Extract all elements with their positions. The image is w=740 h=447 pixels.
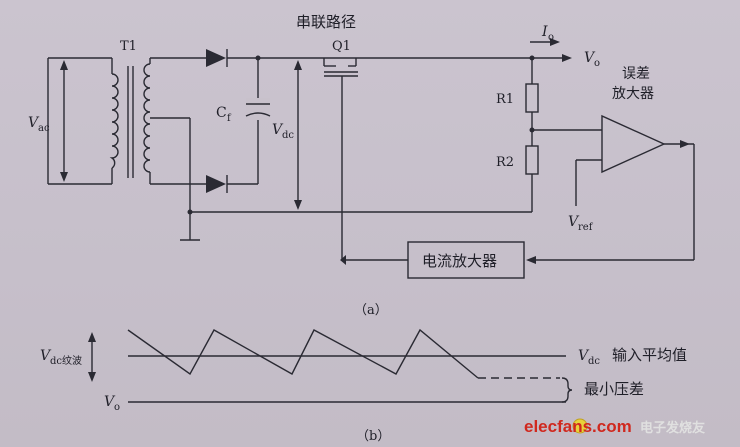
vo-wave-label: V xyxy=(104,394,116,410)
current-amp-label: 电流放大器 xyxy=(422,252,497,270)
error-amp-label-2: 放大器 xyxy=(612,86,654,102)
diode-bottom xyxy=(206,175,228,193)
vac-sub: ac xyxy=(38,123,50,134)
error-amp-label-1: 误差 xyxy=(622,66,650,82)
series-path-label: 串联路径 xyxy=(296,13,356,31)
vref-sub: ref xyxy=(578,222,594,233)
vo-wave-sub: o xyxy=(114,402,120,413)
cf-label: C xyxy=(216,105,227,121)
resistor-r2 xyxy=(525,145,539,175)
vac-arrow-top xyxy=(60,60,68,70)
avg-label: 输入平均值 xyxy=(612,346,687,364)
transformer-t1 xyxy=(47,57,151,185)
vac-arrow-bottom xyxy=(60,172,68,182)
diode-top xyxy=(206,49,228,67)
watermark-cn: 电子发烧友 xyxy=(640,420,705,435)
watermark: elecfans.com 电子发烧友 xyxy=(524,417,705,436)
capacitor-cf xyxy=(245,98,271,120)
caption-b: （b） xyxy=(356,429,390,444)
vdc-ripple-label: V xyxy=(40,348,52,364)
vref-label: V xyxy=(568,214,580,230)
vdc-label: V xyxy=(272,122,284,138)
secondary-winding xyxy=(143,63,151,173)
transistor-q1 xyxy=(323,58,358,260)
watermark-text: elecfans.com xyxy=(524,417,632,436)
vdc-ripple-sub: dc纹波 xyxy=(50,354,82,367)
min-dropout-label: 最小压差 xyxy=(584,380,644,398)
io-label: I xyxy=(541,24,548,40)
caption-a: （a） xyxy=(354,303,388,318)
ripple-waveform xyxy=(127,328,479,379)
min-dropout-brace xyxy=(561,377,573,403)
vo-label: V xyxy=(584,50,596,66)
vo-arrow xyxy=(562,54,572,62)
error-amp-triangle xyxy=(601,114,666,174)
vdc-sub: dc xyxy=(282,130,294,141)
vo-sub: o xyxy=(594,58,600,69)
vac-label: V xyxy=(28,115,40,131)
primary-winding xyxy=(109,73,119,169)
q1-label: Q1 xyxy=(332,39,351,54)
cf-sub: f xyxy=(227,113,232,124)
io-sub: o xyxy=(548,32,554,43)
r1-label: R1 xyxy=(496,92,514,107)
io-arrow xyxy=(550,38,560,46)
avg-v-sub: dc xyxy=(588,356,600,367)
avg-v-label: V xyxy=(578,348,590,364)
resistor-r1 xyxy=(525,83,539,113)
r2-label: R2 xyxy=(496,155,514,170)
t1-label: T1 xyxy=(120,39,137,54)
